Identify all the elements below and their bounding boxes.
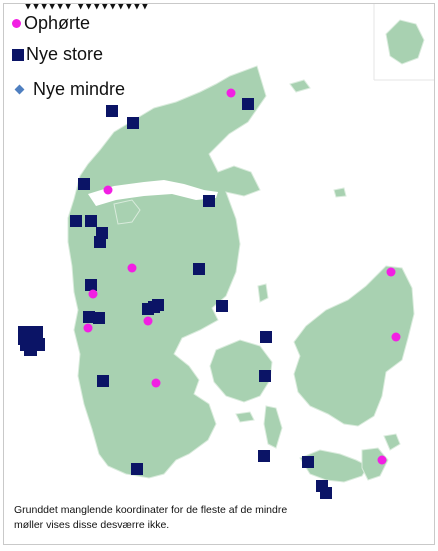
removed-turbine-marker [391,332,401,342]
new-large-turbine-marker [260,331,272,343]
new-large-turbine-marker [216,300,228,312]
new-large-turbine-marker [148,301,160,313]
new-large-turbine-marker [93,312,105,324]
removed-turbine-marker [226,88,236,98]
removed-turbine-marker [83,323,93,333]
new-large-turbine-marker [97,375,109,387]
legend-item-removed: Ophørte [12,13,90,34]
new-large-turbine-marker [131,463,143,475]
map-footnote: Grunddet manglende koordinater for de fl… [14,503,304,533]
new-large-turbine-marker [85,279,97,291]
new-large-turbine-marker [258,450,270,462]
new-large-turbine-marker [106,105,118,117]
map-title-fragment: ▾▾▾▾▾▾ ▾▾▾▾▾▾▾▾▾ [24,3,149,13]
langeland-island [263,405,283,449]
markers-layer [18,88,401,499]
laeso-island [289,79,311,93]
legend-label-new-small: Nye mindre [33,79,126,99]
legend-item-new-small: Nye mindre [14,79,125,100]
removed-turbine-marker [377,455,387,465]
limfjord-water [88,180,218,206]
removed-turbine-marker [143,316,153,326]
new-large-turbine-marker [302,456,314,468]
new-large-turbine-marker [78,178,90,190]
new-large-turbine-marker [193,263,205,275]
falster-island [361,447,389,481]
new-large-turbine-marker [94,236,106,248]
new-large-marker-icon [12,48,24,61]
jutland-landmass [67,65,267,479]
moen-island [383,433,401,451]
removed-turbine-marker [386,267,396,277]
legend-label-new-large: Nye store [26,44,104,64]
aero-island [235,411,255,423]
zealand-landmass [293,265,415,427]
map-frame: ▾▾▾▾▾▾ ▾▾▾▾▾▾▾▾▾ Ophørte Nye store Nye m… [3,3,435,545]
removed-turbine-marker [103,185,113,195]
denmark-map [18,4,434,499]
legend-label-removed: Ophørte [24,13,91,33]
new-large-turbine-marker [320,487,332,499]
new-large-turbine-marker [83,311,95,323]
mors-island [113,199,141,225]
removed-turbine-marker [88,289,98,299]
new-large-turbine-marker [242,98,254,110]
new-large-turbine-marker [70,215,82,227]
new-large-turbine-marker [127,117,139,129]
removed-turbine-marker [151,378,161,388]
bornholm-inset [385,19,425,65]
removed-turbine-marker [127,263,137,273]
new-large-turbine-marker [259,370,271,382]
legend-item-new-large: Nye store [12,44,103,65]
land-layer [67,19,425,483]
offshore-turbine-cluster-marker [24,343,37,356]
new-large-turbine-marker [85,215,97,227]
new-large-turbine-marker [203,195,215,207]
new-small-marker-icon [14,84,25,95]
samso-island [257,283,269,303]
removed-marker-icon [12,19,21,28]
anholt-island [333,187,347,198]
funen-landmass [209,339,273,403]
